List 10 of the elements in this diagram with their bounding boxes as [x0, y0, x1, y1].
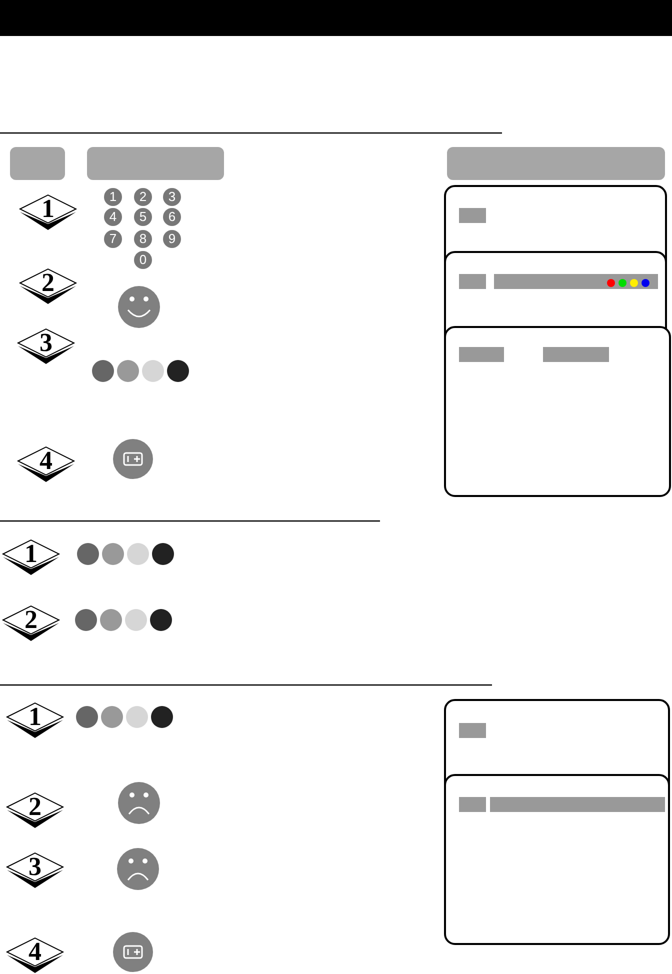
number-key: 6: [163, 208, 181, 226]
number-key: 2: [134, 188, 152, 206]
number-key: 4: [104, 208, 122, 226]
number-key: 9: [163, 230, 181, 248]
number-key: 8: [134, 230, 152, 248]
number-key: 3: [163, 188, 181, 206]
number-key: 5: [134, 208, 152, 226]
number-key: 0: [134, 251, 152, 269]
number-key: 1: [104, 188, 122, 206]
number-key: 7: [104, 230, 122, 248]
